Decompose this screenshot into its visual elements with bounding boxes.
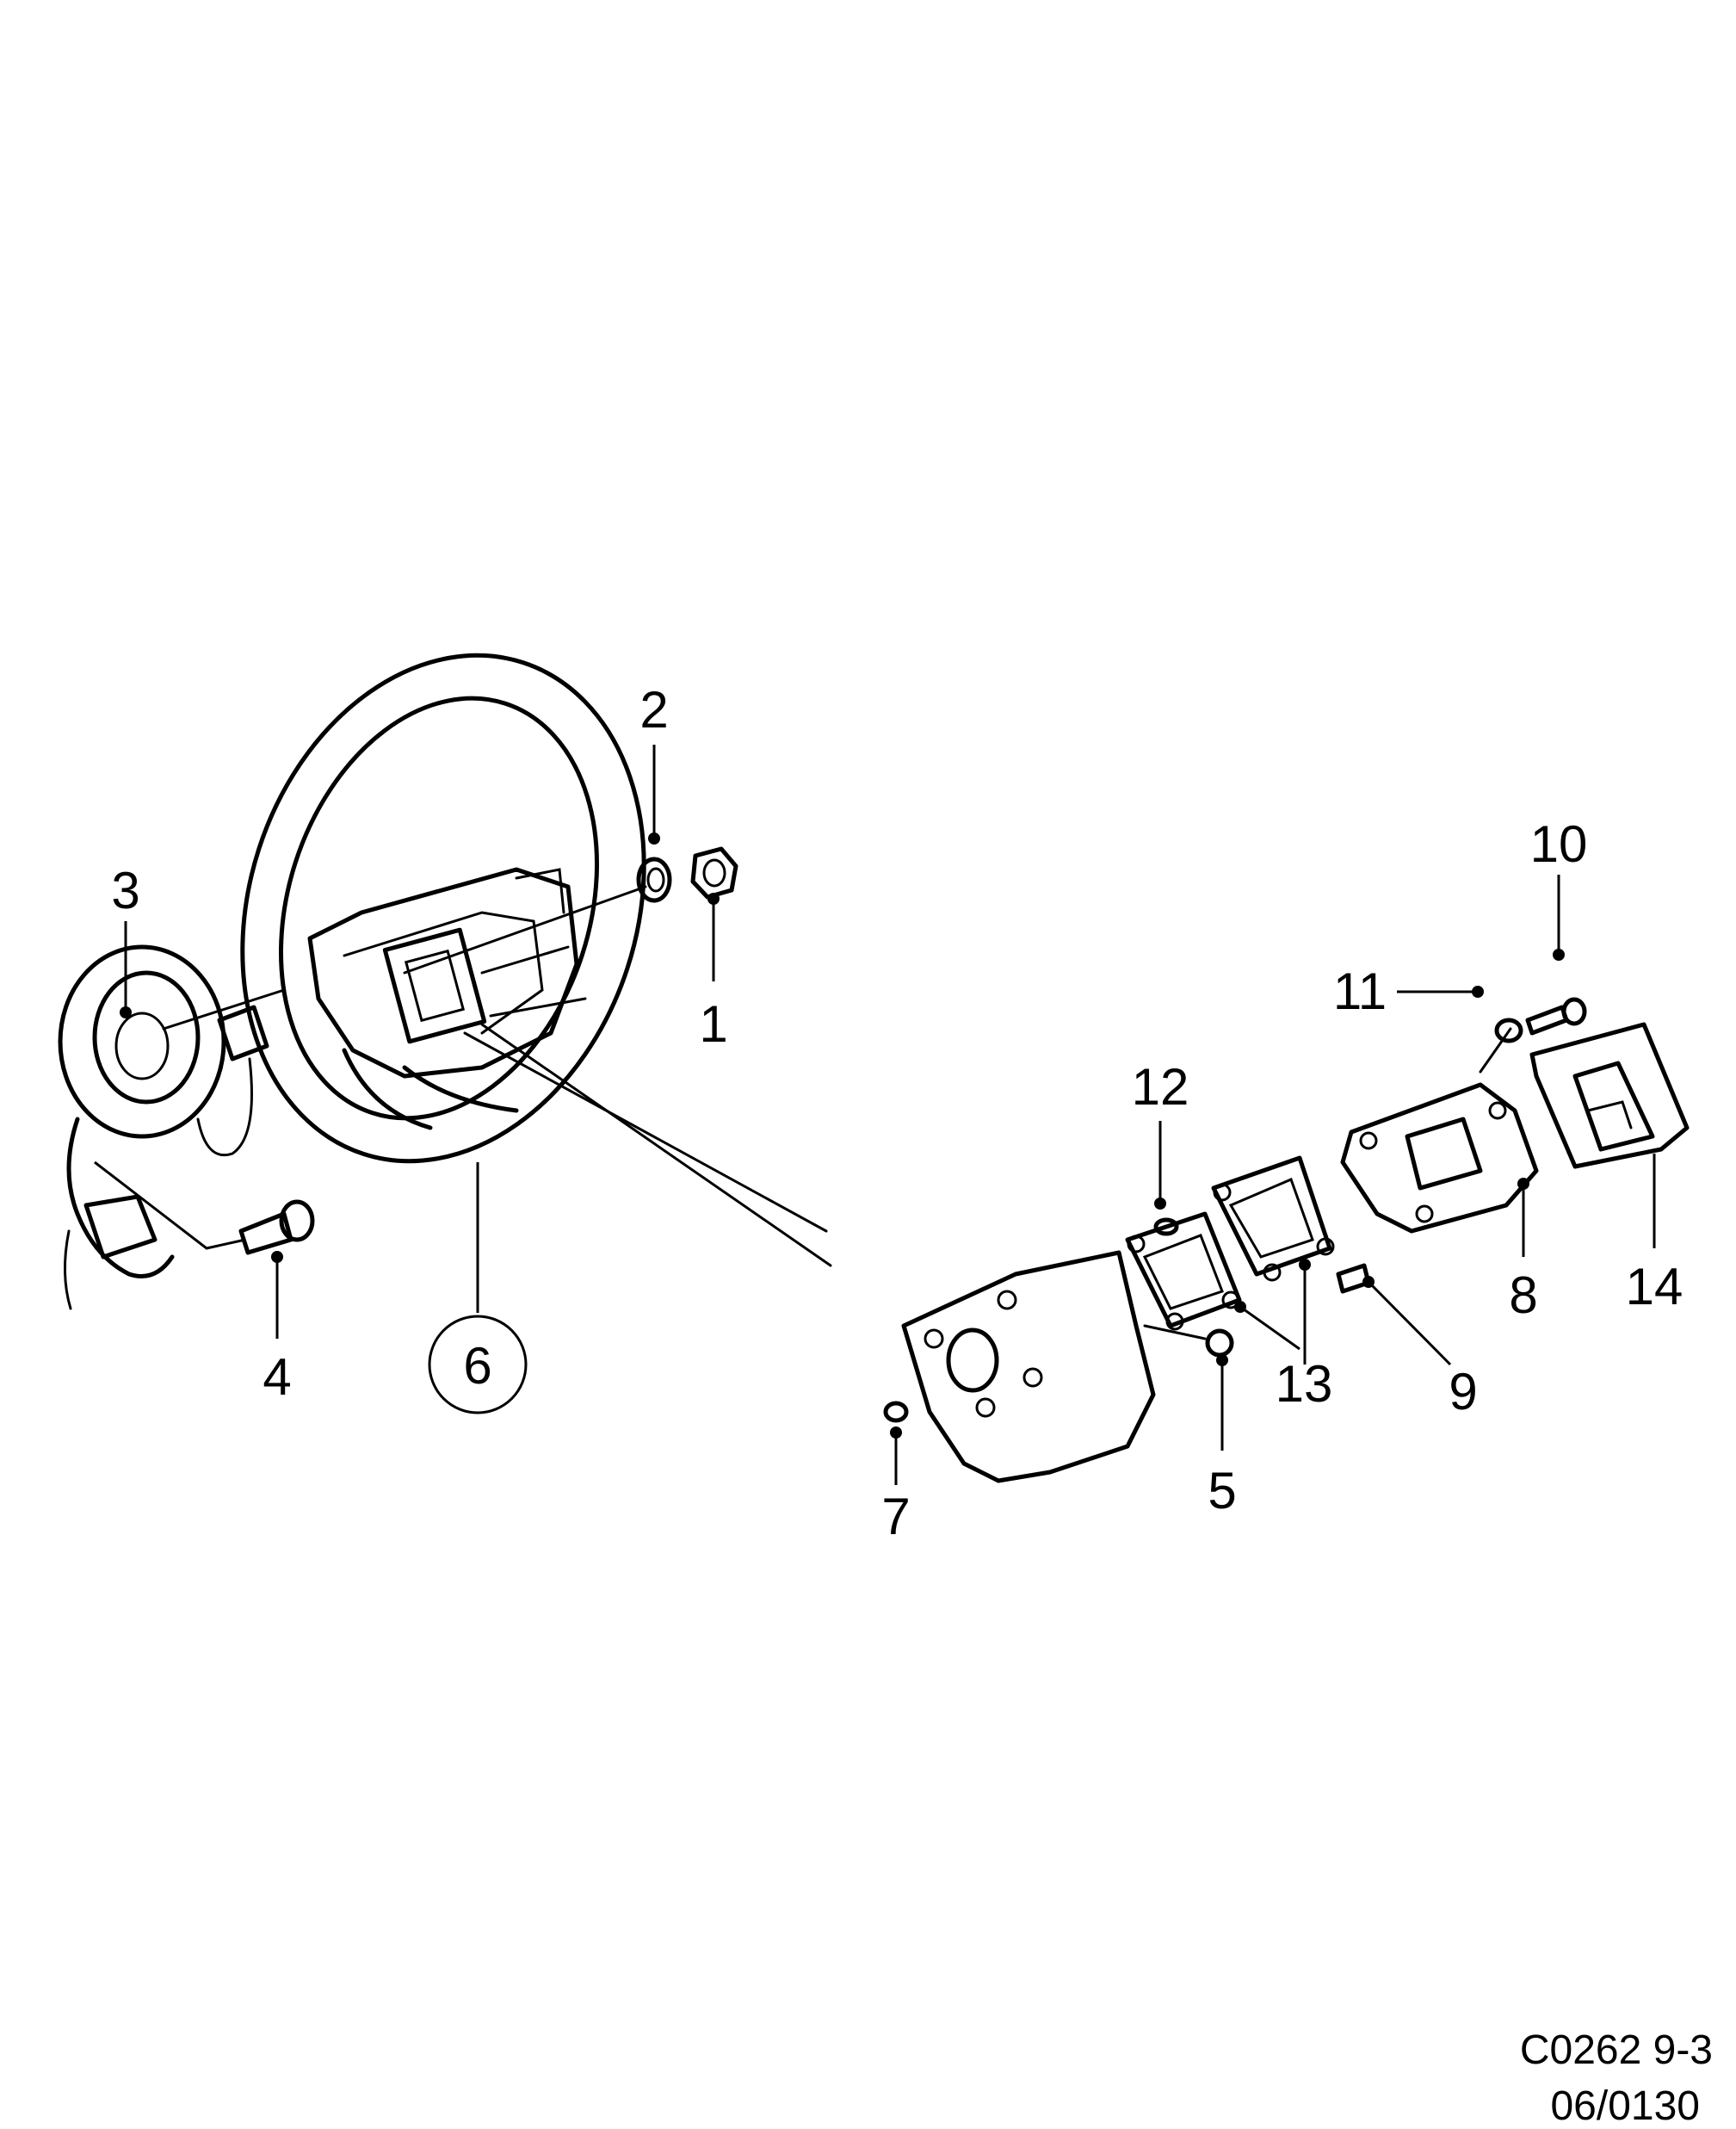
callout-1: 1: [699, 893, 728, 1053]
screw-part-7: [883, 1401, 909, 1423]
svg-text:3: 3: [111, 862, 139, 919]
steering-wheel: [240, 653, 646, 1164]
drawing-code: C0262 9-3: [1520, 2027, 1713, 2073]
callout-6: 6: [428, 1162, 528, 1414]
callout-9: 9: [1362, 1276, 1478, 1420]
callout-8: 8: [1509, 1178, 1538, 1324]
spring-part: [1153, 1217, 1179, 1236]
svg-text:6: 6: [463, 1337, 491, 1395]
svg-text:10: 10: [1530, 815, 1588, 873]
callout-11: 11: [1333, 962, 1484, 1020]
callout-label: 1: [699, 995, 727, 1053]
callout-4: 4: [263, 1251, 292, 1406]
washer-part: [636, 857, 672, 903]
bracket-right: [1211, 1155, 1335, 1282]
pointer-line: [480, 1023, 832, 1267]
callout-13: 13: [1234, 1259, 1332, 1413]
washer-part-11: [1494, 1018, 1523, 1043]
callout-5: 5: [1208, 1354, 1237, 1519]
nut-part: [690, 846, 738, 900]
airbag-module: [1529, 1022, 1690, 1169]
contact-reel: [58, 944, 269, 1310]
svg-text:11: 11: [1333, 962, 1387, 1020]
callout-2: 2: [639, 681, 669, 845]
bracket-left: [1125, 1211, 1242, 1331]
svg-text:12: 12: [1132, 1058, 1189, 1116]
callout-14: 14: [1626, 1154, 1683, 1315]
screw-part: [238, 1199, 315, 1255]
svg-text:7: 7: [881, 1488, 910, 1545]
svg-text:14: 14: [1626, 1258, 1683, 1315]
mounting-plate: [1340, 1082, 1539, 1234]
callout-7: 7: [881, 1427, 911, 1545]
drawing-reference: 06/0130: [1550, 2083, 1700, 2129]
svg-text:4: 4: [263, 1348, 291, 1406]
pointer-line: [463, 1031, 828, 1233]
svg-text:9: 9: [1449, 1363, 1477, 1420]
svg-text:8: 8: [1509, 1266, 1537, 1324]
nut-part-5: [1205, 1328, 1234, 1358]
airbag-cover: [901, 1250, 1156, 1483]
callout-3: 3: [111, 862, 140, 1018]
callout-10: 10: [1530, 815, 1588, 961]
screw-part-10: [1525, 1005, 1569, 1036]
svg-text:13: 13: [1276, 1355, 1333, 1413]
svg-text:5: 5: [1208, 1462, 1236, 1519]
svg-text:2: 2: [639, 681, 668, 739]
callout-12: 12: [1132, 1058, 1189, 1210]
